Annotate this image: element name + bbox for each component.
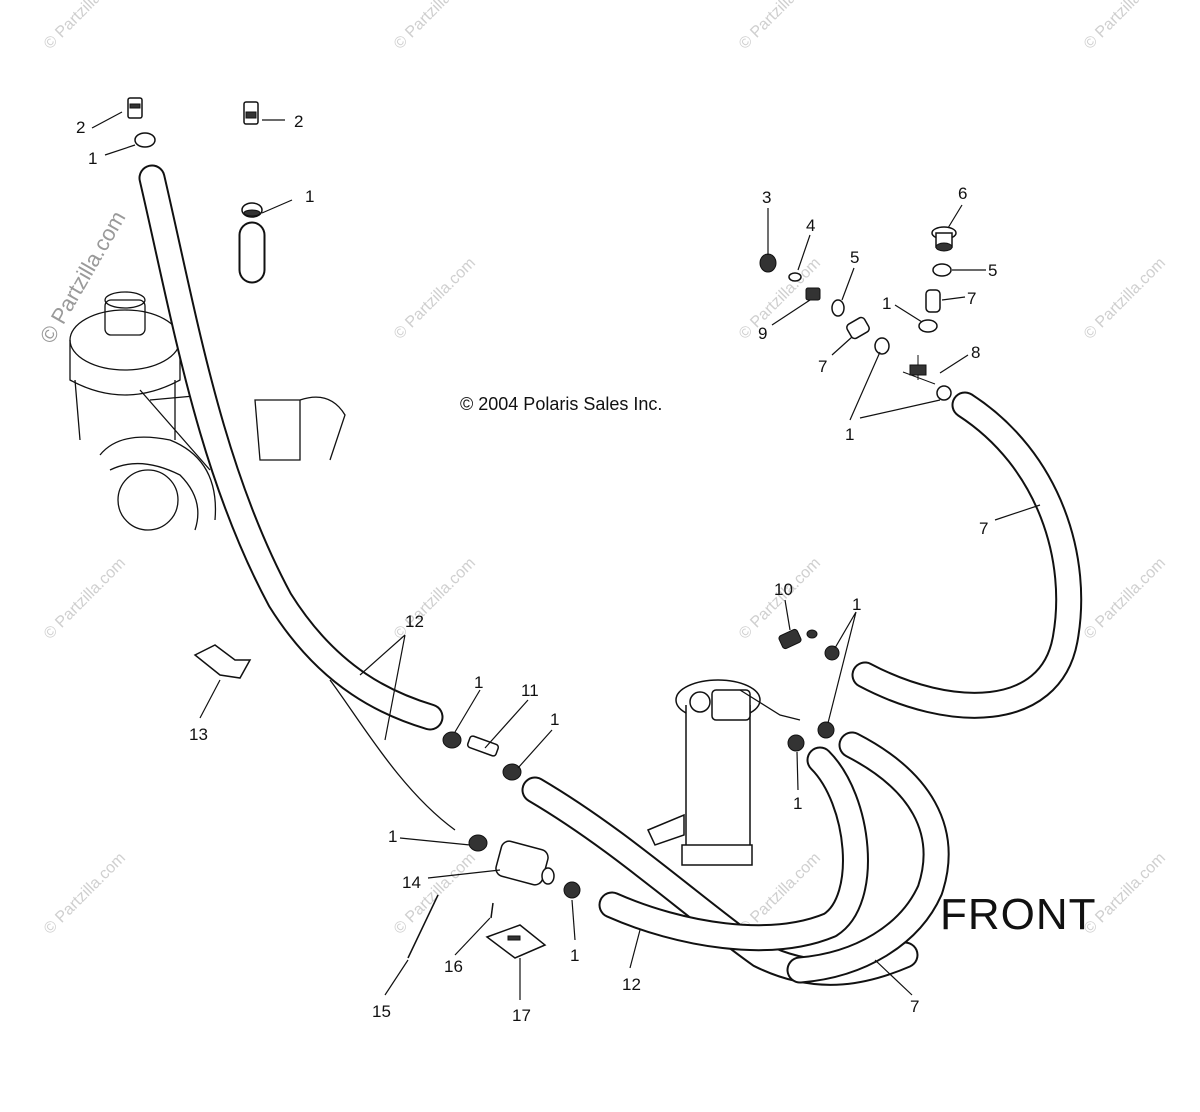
oring-4 <box>788 272 802 282</box>
clamp-1f <box>824 645 840 661</box>
callout-6: 6 <box>958 184 967 203</box>
callout-16: 16 <box>444 957 463 976</box>
tee-8 <box>902 355 936 385</box>
leader-lines <box>91 111 1041 1000</box>
callout-17: 17 <box>512 1006 531 1025</box>
fuel-pump <box>646 679 801 866</box>
sleeve-7b <box>925 289 941 313</box>
callout-1: 1 <box>474 673 483 692</box>
hoses <box>138 164 1083 986</box>
clamp-1j <box>502 763 522 781</box>
callout-5: 5 <box>850 248 859 267</box>
callout-8: 8 <box>971 343 980 362</box>
clamp-5b <box>932 263 952 277</box>
elbow-10 <box>778 628 818 650</box>
watermark: © Partzilla.com <box>1081 255 1169 343</box>
callout-1: 1 <box>882 294 891 313</box>
copyright-notice: © 2004 Polaris Sales Inc. <box>460 394 662 414</box>
clamp-1d <box>874 337 890 355</box>
callout-12: 12 <box>405 612 424 631</box>
clamp-1k <box>468 834 488 852</box>
valve-9 <box>805 287 821 301</box>
cap-6 <box>931 226 957 252</box>
pin-16 <box>490 902 494 919</box>
callout-3: 3 <box>762 188 771 207</box>
callout-13: 13 <box>189 725 208 744</box>
callout-7: 7 <box>818 357 827 376</box>
tie-15 <box>407 894 439 959</box>
callout-9: 9 <box>758 324 767 343</box>
engine-background <box>69 291 346 531</box>
callout-5: 5 <box>988 261 997 280</box>
callouts: 2 1 2 1 3 4 5 6 5 1 7 9 7 8 1 7 10 1 12 … <box>76 112 997 1025</box>
watermark: © Partzilla.com <box>41 0 129 53</box>
watermark: © Partzilla.com <box>736 0 824 53</box>
watermark-layer: © Partzilla.com © Partzilla.com © Partzi… <box>35 0 1169 938</box>
fitting-2a <box>127 97 143 119</box>
clamp-1e <box>936 385 952 401</box>
clamp-1a <box>134 132 156 148</box>
watermark: © Partzilla.com <box>391 0 479 53</box>
callout-11: 11 <box>521 681 539 700</box>
callout-12: 12 <box>622 975 641 994</box>
filter-14 <box>495 840 555 886</box>
clamp-5a <box>831 299 845 317</box>
fittings <box>127 97 957 959</box>
clamp-1b <box>241 202 263 218</box>
watermark: © Partzilla.com <box>391 255 479 343</box>
callout-2: 2 <box>294 112 303 131</box>
clamp-1g <box>817 721 835 739</box>
callout-15: 15 <box>372 1002 391 1021</box>
callout-1: 1 <box>845 425 854 444</box>
connector-11 <box>466 735 500 757</box>
callout-1: 1 <box>852 595 861 614</box>
watermark: © Partzilla.com <box>391 850 479 938</box>
clamp-1c <box>918 319 938 333</box>
clip-13 <box>193 644 252 679</box>
callout-14: 14 <box>402 873 421 892</box>
callout-7: 7 <box>967 289 976 308</box>
cap-3 <box>759 253 777 273</box>
callout-1: 1 <box>570 946 579 965</box>
bracket-17 <box>485 924 547 959</box>
callout-1: 1 <box>550 710 559 729</box>
clamp-1h <box>787 734 805 752</box>
front-label: FRONT <box>940 890 1097 939</box>
callout-1: 1 <box>305 187 314 206</box>
clamp-1l <box>563 881 581 899</box>
watermark: © Partzilla.com <box>41 555 129 643</box>
callout-1: 1 <box>388 827 397 846</box>
callout-4: 4 <box>806 216 815 235</box>
clamp-1i <box>442 731 462 749</box>
watermark: © Partzilla.com <box>1081 0 1169 53</box>
callout-7: 7 <box>979 519 988 538</box>
callout-10: 10 <box>774 580 793 599</box>
callout-7: 7 <box>910 997 919 1016</box>
callout-2: 2 <box>76 118 85 137</box>
callout-1: 1 <box>793 794 802 813</box>
fitting-2b <box>243 101 259 125</box>
sleeve-7a <box>846 316 870 340</box>
watermark: © Partzilla.com <box>1081 555 1169 643</box>
watermark: © Partzilla.com <box>35 207 131 348</box>
callout-1: 1 <box>88 149 97 168</box>
watermark: © Partzilla.com <box>41 850 129 938</box>
